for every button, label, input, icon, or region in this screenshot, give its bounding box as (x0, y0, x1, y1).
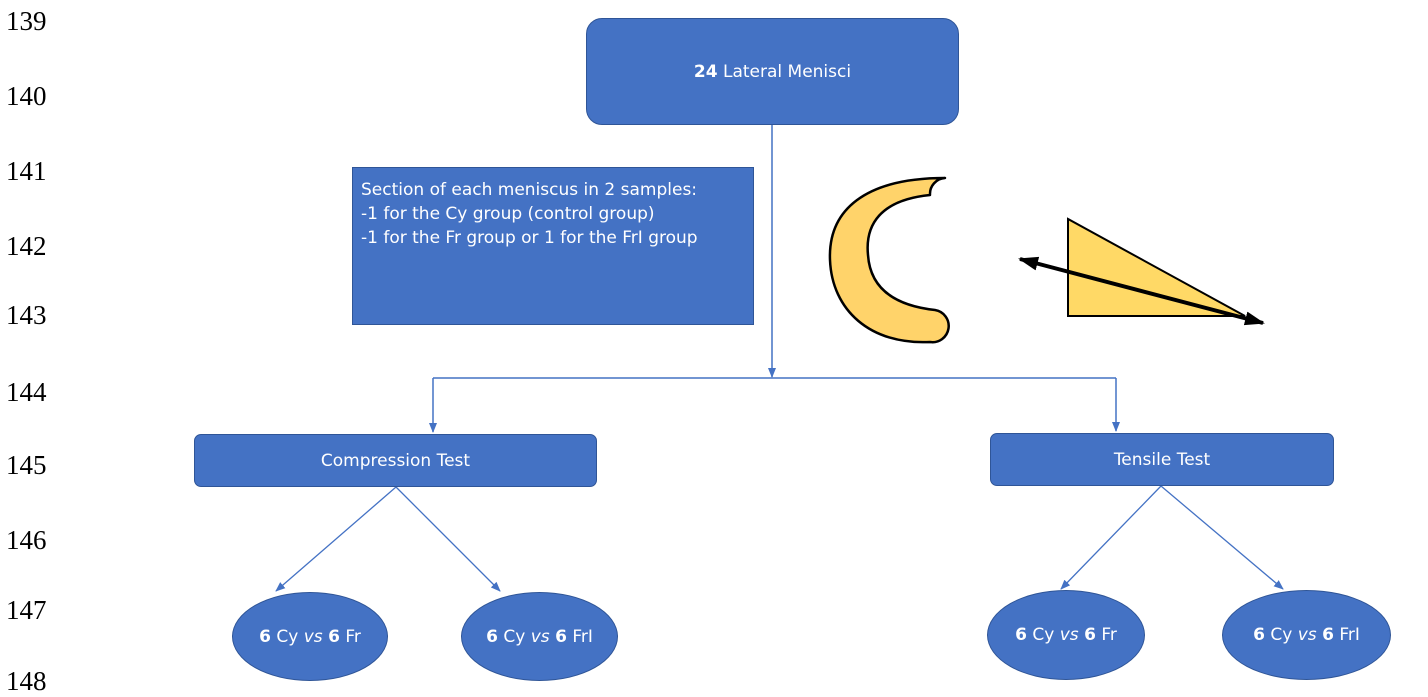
compression-branches (275, 486, 501, 592)
sectioning-note-box: Section of each meniscus in 2 samples: -… (352, 167, 754, 325)
note-line: -1 for the Cy group (control group) (361, 204, 655, 224)
compression-test-box: Compression Test (194, 434, 597, 487)
line-number: 142 (6, 231, 47, 261)
group-ellipse-tensile-fri: 6 Cy vs 6 FrI (1222, 590, 1391, 680)
group-ellipse-tensile-fr: 6 Cy vs 6 Fr (987, 590, 1145, 680)
group-count: 6 (1015, 625, 1027, 645)
compression-test-label: Compression Test (320, 450, 471, 471)
root-box-lateral-menisci: 24 Lateral Menisci (586, 18, 959, 125)
line-number: 143 (6, 300, 47, 330)
root-count: 24 (693, 61, 718, 82)
line-number: 141 (6, 156, 47, 186)
group-count: 6 (486, 626, 498, 647)
line-number: 144 (6, 377, 47, 407)
group-name: FrI (1339, 625, 1360, 645)
vs-label: vs (1297, 625, 1317, 645)
group-name: Fr (345, 626, 361, 647)
vs-label: vs (303, 626, 323, 647)
group-ellipse-compression-fr: 6 Cy vs 6 Fr (232, 592, 388, 681)
note-line: -1 for the Fr group or 1 for the FrI gro… (361, 228, 698, 248)
tension-arrow-icon (1018, 256, 1265, 326)
tensile-test-label: Tensile Test (1113, 449, 1211, 470)
line-number: 148 (6, 666, 47, 696)
vs-label: vs (1059, 625, 1079, 645)
group-name: Cy (1270, 625, 1293, 645)
group-count: 6 (1322, 625, 1334, 645)
group-count: 6 (259, 626, 271, 647)
line-number: 146 (6, 525, 47, 555)
line-number: 140 (6, 81, 47, 111)
line-number: 147 (6, 595, 47, 625)
group-count: 6 (1084, 625, 1096, 645)
group-count: 6 (328, 626, 340, 647)
group-name: Cy (276, 626, 299, 647)
group-name: Cy (503, 626, 526, 647)
tensile-test-box: Tensile Test (990, 433, 1334, 486)
root-label: Lateral Menisci (722, 61, 852, 82)
tensile-branches (1060, 485, 1284, 590)
line-number: 145 (6, 450, 47, 480)
group-name: Fr (1101, 625, 1117, 645)
group-count: 6 (1253, 625, 1265, 645)
main-connector (429, 125, 1120, 433)
vs-label: vs (530, 626, 550, 647)
line-number: 139 (6, 6, 47, 36)
group-name: FrI (572, 626, 593, 647)
meniscus-c-shape-icon (828, 176, 950, 344)
note-line: Section of each meniscus in 2 samples: (361, 180, 698, 200)
triangle-sample-icon (1067, 217, 1246, 317)
group-count: 6 (555, 626, 567, 647)
group-name: Cy (1032, 625, 1055, 645)
group-ellipse-compression-fri: 6 Cy vs 6 FrI (461, 592, 618, 681)
